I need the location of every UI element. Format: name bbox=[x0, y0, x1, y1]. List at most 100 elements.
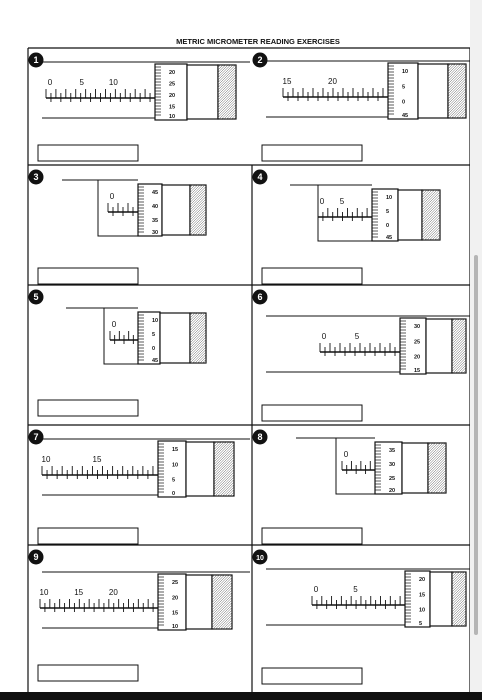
knurl-hatch bbox=[220, 617, 232, 629]
knurl-hatch bbox=[190, 341, 206, 359]
sleeve-label: 0 bbox=[48, 78, 53, 87]
frame-outline bbox=[290, 184, 372, 242]
knurl-hatch bbox=[190, 336, 206, 354]
answer-box[interactable] bbox=[261, 667, 363, 685]
thimble bbox=[371, 188, 399, 242]
knurl-hatch bbox=[448, 64, 459, 75]
knurl-hatch bbox=[448, 85, 466, 105]
knurl-hatch bbox=[453, 105, 466, 118]
knurl-hatch bbox=[452, 595, 466, 610]
thimble-label: 5 bbox=[172, 478, 175, 484]
answer-box[interactable] bbox=[261, 404, 363, 422]
knurl-hatch bbox=[190, 185, 206, 201]
knurl-hatch bbox=[448, 88, 466, 107]
thimble-label: 45 bbox=[152, 358, 158, 364]
answer-box[interactable] bbox=[261, 527, 363, 545]
knurl-hatch bbox=[428, 449, 446, 469]
knurl-hatch bbox=[190, 206, 206, 223]
thimble-label: 15 bbox=[169, 105, 175, 111]
answer-box[interactable] bbox=[37, 399, 139, 417]
scrollbar-thumb[interactable] bbox=[474, 255, 478, 635]
knurl-hatch bbox=[452, 587, 466, 603]
knurl-hatch bbox=[208, 185, 258, 235]
knurl-hatch bbox=[217, 479, 234, 496]
knurl-hatch bbox=[221, 104, 236, 119]
knurl-hatch bbox=[428, 457, 446, 476]
answer-box[interactable] bbox=[37, 144, 139, 162]
thimble-label: 10 bbox=[419, 608, 425, 614]
knurl-hatch bbox=[214, 442, 230, 458]
answer-box[interactable] bbox=[37, 527, 139, 545]
knurl-hatch bbox=[212, 584, 232, 606]
frame-outline bbox=[296, 437, 375, 495]
knurl-hatch bbox=[428, 443, 446, 461]
knurl-hatch bbox=[452, 319, 466, 335]
knurl-hatch bbox=[190, 186, 206, 203]
sleeve-label: 15 bbox=[93, 455, 102, 464]
knurl-hatch bbox=[422, 201, 440, 221]
knurl-hatch bbox=[214, 442, 234, 463]
knurl-hatch bbox=[422, 211, 440, 231]
knurl-hatch bbox=[212, 597, 232, 618]
sleeve-label: 5 bbox=[79, 78, 84, 87]
knurl-hatch bbox=[212, 575, 230, 593]
knurl-hatch bbox=[214, 456, 234, 478]
exercise-number-badge bbox=[28, 289, 44, 305]
thimble bbox=[137, 183, 163, 237]
knurl-hatch bbox=[212, 577, 232, 598]
knurl-hatch bbox=[448, 64, 464, 80]
knurl-hatch bbox=[422, 209, 440, 228]
knurl-hatch bbox=[448, 73, 466, 92]
thimble-label: 45 bbox=[386, 235, 392, 241]
knurl-hatch bbox=[190, 313, 203, 326]
thimble-label: 20 bbox=[389, 488, 395, 494]
knurl-hatch bbox=[218, 89, 236, 108]
exercise-number-badge bbox=[28, 429, 44, 445]
knurl-hatch bbox=[190, 216, 206, 233]
thimble-label: 25 bbox=[389, 476, 395, 482]
knurl-hatch bbox=[218, 76, 236, 96]
exercise-number-badge bbox=[28, 549, 44, 565]
knurl-hatch bbox=[428, 469, 446, 489]
thimble-label: 15 bbox=[414, 368, 420, 374]
knurl-hatch bbox=[212, 579, 232, 601]
answer-box[interactable] bbox=[37, 267, 139, 285]
exercise-number-badge bbox=[252, 549, 268, 565]
knurl-hatch bbox=[422, 194, 440, 213]
knurl-hatch bbox=[435, 482, 446, 493]
answer-box[interactable] bbox=[261, 267, 363, 285]
knurl-hatch bbox=[428, 444, 446, 464]
knurl-hatch bbox=[233, 116, 236, 119]
knurl-hatch bbox=[214, 469, 234, 490]
knurl-hatch bbox=[452, 357, 466, 372]
knurl-hatch bbox=[452, 334, 466, 350]
knurl-hatch bbox=[452, 572, 465, 585]
knurl-hatch bbox=[452, 327, 466, 342]
knurl-hatch bbox=[208, 313, 258, 363]
knurl-hatch bbox=[452, 319, 465, 332]
knurl-hatch bbox=[432, 479, 446, 493]
answer-box[interactable] bbox=[261, 144, 363, 162]
knurl-hatch bbox=[422, 221, 440, 240]
thimble-label: 20 bbox=[414, 355, 420, 361]
exercise-number: 6 bbox=[257, 292, 262, 302]
exercise-number: 9 bbox=[33, 552, 38, 562]
exercise-number: 2 bbox=[257, 55, 262, 65]
thimble-label: 0 bbox=[386, 223, 389, 229]
answer-box[interactable] bbox=[37, 664, 139, 682]
knurl-hatch bbox=[422, 206, 440, 226]
knurl-hatch bbox=[428, 454, 446, 474]
exercise-number: 3 bbox=[33, 172, 38, 182]
knurl-hatch bbox=[190, 218, 206, 235]
knurl-hatch bbox=[430, 477, 446, 493]
knurl-hatch bbox=[452, 575, 466, 590]
knurl-hatch bbox=[428, 443, 441, 456]
sleeve-label: 0 bbox=[320, 197, 325, 206]
exercise-number: 7 bbox=[33, 432, 38, 442]
knurl-hatch bbox=[227, 489, 234, 496]
knurl-hatch bbox=[422, 199, 440, 218]
knurl-hatch bbox=[452, 605, 466, 620]
